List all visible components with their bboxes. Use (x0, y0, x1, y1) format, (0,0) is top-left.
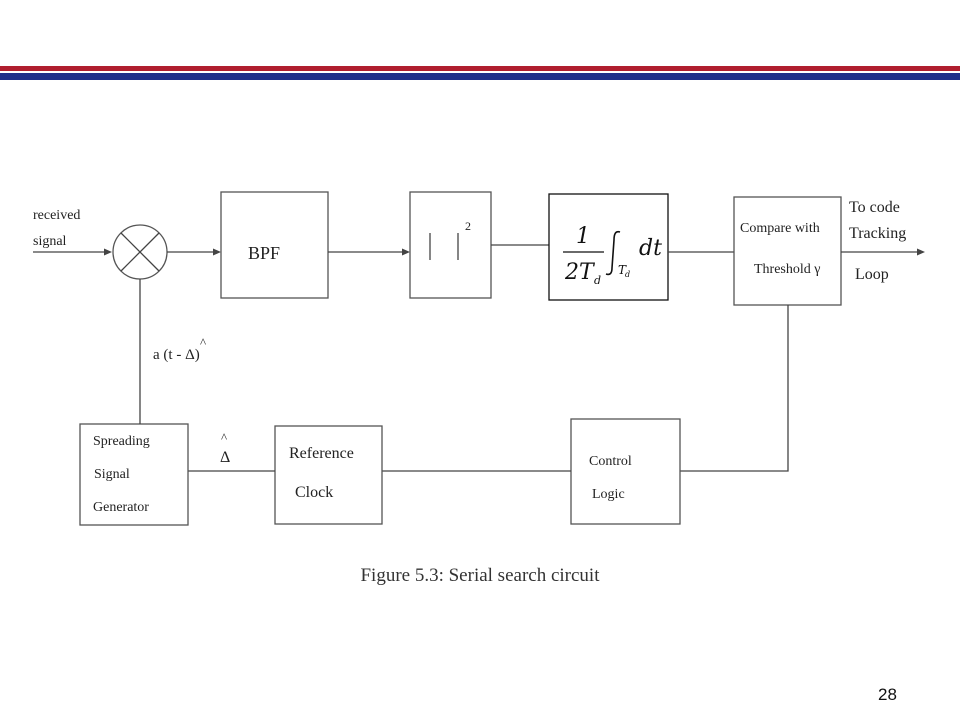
bpf-input-arrow (213, 248, 221, 256)
reference-label-line2: Clock (295, 484, 333, 501)
square-input-arrow (402, 248, 410, 256)
output-label-to-code: To code (849, 199, 900, 216)
spreading-generator-block (79, 423, 189, 526)
spreading-label-line3: Generator (93, 500, 149, 515)
output-label-loop: Loop (855, 266, 889, 283)
spreading-label-line2: Signal (94, 467, 130, 482)
input-label-received: received (33, 208, 80, 223)
formula-numerator: 1 (576, 224, 590, 249)
feedback-hat: ^ (200, 335, 206, 350)
spreading-label-line1: Spreading (93, 434, 150, 449)
compare-label-line2: Threshold γ (754, 262, 820, 277)
formula-denominator-subscript: d (594, 274, 601, 287)
bpf-block (220, 191, 329, 299)
bpf-label: BPF (248, 243, 280, 263)
page-number: 28 (878, 685, 897, 704)
output-arrow (917, 248, 925, 256)
square-exponent: 2 (465, 219, 471, 233)
multiplier-cross-icon (112, 224, 168, 280)
compare-block (733, 196, 842, 306)
control-label-line1: Control (589, 454, 632, 469)
figure-caption: Figure 5.3: Serial search circuit (360, 565, 600, 586)
title-bar-red-stripe (0, 66, 960, 71)
delta-estimate-label: Δ (220, 449, 230, 466)
spreading-code-label: a (t - Δ) (153, 347, 200, 363)
integral-subscript: T (618, 263, 627, 277)
formula-denominator: 2T (564, 260, 596, 285)
control-label-line2: Logic (592, 487, 625, 502)
input-arrow (104, 248, 112, 256)
output-label-tracking: Tracking (849, 225, 906, 242)
integrator-block (548, 193, 669, 301)
reference-clock-block (274, 425, 383, 525)
compare-to-control-wire (680, 305, 789, 472)
integral-sign (605, 230, 621, 276)
title-bar-gap (0, 71, 960, 73)
reference-label-line1: Reference (289, 445, 354, 462)
input-label-signal: signal (33, 234, 67, 249)
integral-subscript-d: d (625, 270, 630, 279)
delta-hat: ^ (221, 430, 227, 445)
square-law-block (409, 191, 492, 299)
formula-differential: dt (639, 236, 662, 261)
integrator-formula: 1 2T d T d dt (563, 224, 662, 287)
control-logic-block (570, 418, 681, 525)
compare-label-line1: Compare with (740, 221, 820, 236)
title-bar-blue-stripe (0, 73, 960, 80)
